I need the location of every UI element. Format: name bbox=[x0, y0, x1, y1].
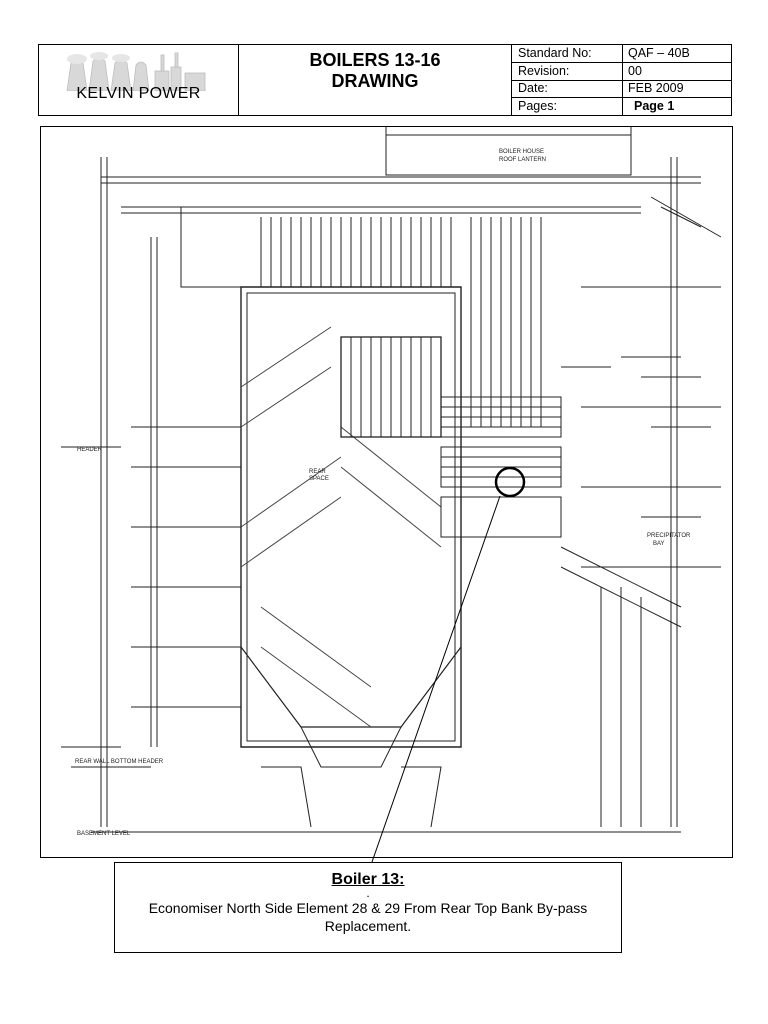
meta-value: Page 1 bbox=[634, 99, 675, 113]
drawing-label-space: SPACE bbox=[309, 476, 329, 482]
title-line-2: DRAWING bbox=[331, 71, 419, 91]
power-station-logo-icon bbox=[66, 52, 206, 91]
meta-label: Standard No: bbox=[512, 45, 623, 62]
caption-box: Boiler 13: . Economiser North Side Eleme… bbox=[114, 862, 622, 953]
meta-label: Date: bbox=[512, 80, 623, 97]
meta-value: QAF – 40B bbox=[628, 46, 690, 60]
company-name: KELVIN POWER bbox=[76, 85, 201, 102]
drawing-label-precipitator: PRECIPITATOR bbox=[647, 533, 691, 539]
drawing-label-roof2: ROOF LANTERN bbox=[499, 157, 546, 163]
meta-row-date: Date: FEB 2009 bbox=[512, 80, 731, 98]
meta-row-standard: Standard No: QAF – 40B bbox=[512, 45, 731, 63]
boiler-engineering-drawing: BOILER HOUSE ROOF LANTERN REAR SPACE HEA… bbox=[40, 126, 733, 858]
boiler-schematic: BOILER HOUSE ROOF LANTERN REAR SPACE HEA… bbox=[61, 127, 722, 837]
drawing-label-header: HEADER bbox=[77, 447, 103, 453]
caption-text: Economiser North Side Element 28 & 29 Fr… bbox=[148, 900, 588, 934]
caption-title: Boiler 13: bbox=[331, 871, 405, 888]
caption-dot: . bbox=[366, 886, 370, 900]
logo-cell: KELVIN POWER bbox=[39, 45, 239, 115]
drawing-label-rear: REAR bbox=[309, 469, 326, 475]
document-meta-table: Standard No: QAF – 40B Revision: 00 Date… bbox=[512, 45, 731, 115]
meta-row-revision: Revision: 00 bbox=[512, 63, 731, 81]
meta-value: 00 bbox=[628, 64, 642, 78]
meta-label: Pages: bbox=[512, 98, 623, 115]
drawing-label-roof: BOILER HOUSE bbox=[499, 149, 544, 155]
meta-label: Revision: bbox=[512, 63, 623, 80]
document-header: KELVIN POWER BOILERS 13-16 DRAWING Stand… bbox=[38, 44, 732, 116]
title-line-1: BOILERS 13-16 bbox=[309, 50, 441, 70]
drawing-label-basement: BASEMENT LEVEL bbox=[77, 831, 131, 837]
document-title: BOILERS 13-16 DRAWING bbox=[239, 45, 512, 115]
meta-row-pages: Pages: Page 1 bbox=[512, 98, 731, 115]
drawing-label-rear-wall: REAR WALL BOTTOM HEADER bbox=[75, 759, 164, 765]
drawing-label-bay: BAY bbox=[653, 541, 665, 547]
meta-value: FEB 2009 bbox=[628, 81, 684, 95]
